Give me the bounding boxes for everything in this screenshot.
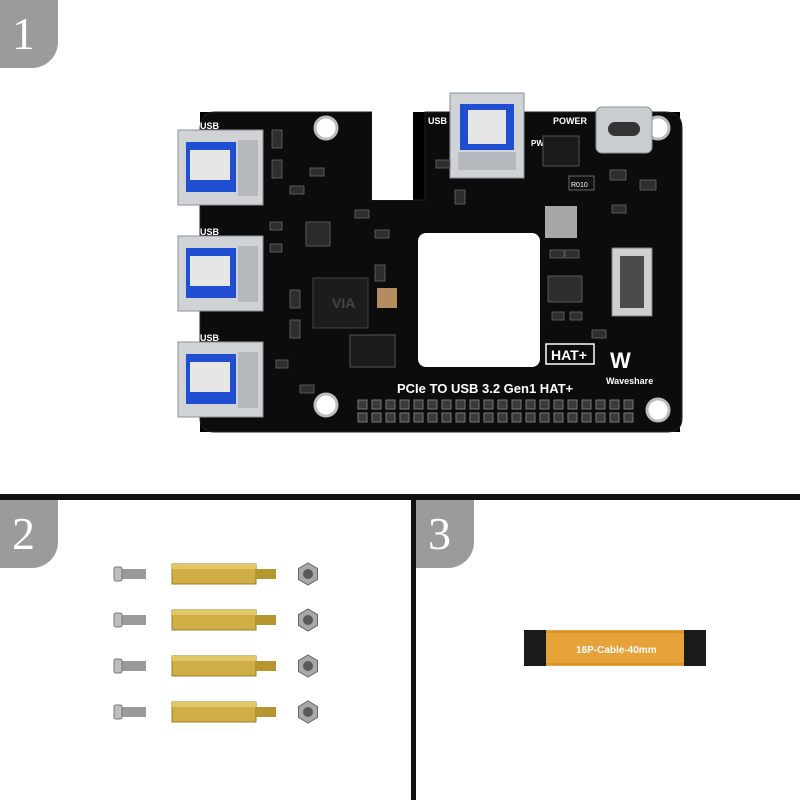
gpio-pin (539, 399, 550, 410)
panel-board: 1 (0, 0, 683, 433)
gpio-pin (595, 412, 606, 423)
hex-nut (298, 562, 318, 586)
gpio-pin (441, 399, 452, 410)
gpio-pin (623, 412, 634, 423)
brass-standoff (171, 701, 276, 723)
usb-label: USB (200, 333, 220, 343)
panel-number-badge: 1 (0, 0, 58, 68)
hex-nut (298, 608, 318, 632)
gpio-pin (455, 412, 466, 423)
gpio-pin (539, 412, 550, 423)
pwr-label: PWR (531, 139, 550, 148)
usb-port-left (177, 235, 264, 312)
divider-horizontal (0, 494, 800, 500)
usb-label: USB (200, 121, 220, 131)
gpio-pin (553, 412, 564, 423)
hex-nut (298, 700, 318, 724)
panel-number-badge: 2 (0, 500, 58, 568)
gpio-pin (399, 412, 410, 423)
gpio-pin (399, 399, 410, 410)
gpio-pin (385, 412, 396, 423)
panel-number-badge: 3 (416, 500, 474, 568)
smd-components (269, 129, 657, 394)
screw (113, 704, 146, 720)
gpio-pin (441, 412, 452, 423)
gpio-pin (371, 412, 382, 423)
panel-cable: 3 16P-Cable-40mm (416, 500, 800, 800)
gpio-pin (497, 399, 508, 410)
ffc-cable (524, 630, 706, 666)
power-label: POWER (553, 116, 588, 126)
brass-standoff (171, 563, 276, 585)
gpio-pin (357, 399, 368, 410)
cable-label: 16P-Cable-40mm (576, 645, 657, 656)
gpio-pin (371, 399, 382, 410)
gpio-pin (497, 412, 508, 423)
svg-text:VIA: VIA (332, 295, 355, 311)
gpio-pin (427, 399, 438, 410)
gpio-pin (483, 412, 494, 423)
gpio-pin (413, 412, 424, 423)
brass-standoff (171, 655, 276, 677)
usb-port-top (449, 92, 525, 179)
screw (113, 658, 146, 674)
gpio-pin (469, 412, 480, 423)
usb-label: USB (428, 116, 448, 126)
gpio-pin (609, 412, 620, 423)
waveshare-logo-icon: W (610, 348, 631, 373)
gpio-pin (413, 399, 424, 410)
gpio-pin (581, 412, 592, 423)
usb-port-left (177, 129, 264, 206)
hat-label: HAT+ (551, 347, 587, 363)
panel-accessories: 2 (0, 500, 411, 800)
usb-label: USB (200, 227, 220, 237)
gpio-pin (511, 399, 522, 410)
gpio-pin (553, 399, 564, 410)
usb-port-left (177, 341, 264, 418)
gpio-pin (567, 399, 578, 410)
cable-photo: 16P-Cable-40mm (524, 630, 706, 666)
brand-label: Waveshare (606, 376, 653, 386)
gpio-pin (609, 399, 620, 410)
resistor-label: R010 (571, 182, 588, 189)
screw (113, 566, 146, 582)
center-cutout (418, 233, 540, 367)
gpio-pin (357, 412, 368, 423)
gpio-pin (427, 412, 438, 423)
gpio-pin (455, 399, 466, 410)
gpio-pin (525, 399, 536, 410)
gpio-pin (525, 412, 536, 423)
gpio-header (357, 399, 634, 423)
gpio-pin (511, 412, 522, 423)
divider-vertical (411, 500, 416, 800)
gpio-pin (567, 412, 578, 423)
gpio-pin (469, 399, 480, 410)
accessories-photo (113, 562, 318, 724)
gpio-pin (483, 399, 494, 410)
gpio-pin (581, 399, 592, 410)
gpio-pin (385, 399, 396, 410)
main-chip (312, 277, 369, 329)
brass-standoff (171, 609, 276, 631)
board-title: PCIe TO USB 3.2 Gen1 HAT+ (397, 381, 574, 396)
board-photo: USB USB USB USB POWER PWR R010 VIA (177, 92, 683, 433)
hex-nut (298, 654, 318, 678)
screw (113, 612, 146, 628)
gpio-pin (595, 399, 606, 410)
gpio-pin (623, 399, 634, 410)
